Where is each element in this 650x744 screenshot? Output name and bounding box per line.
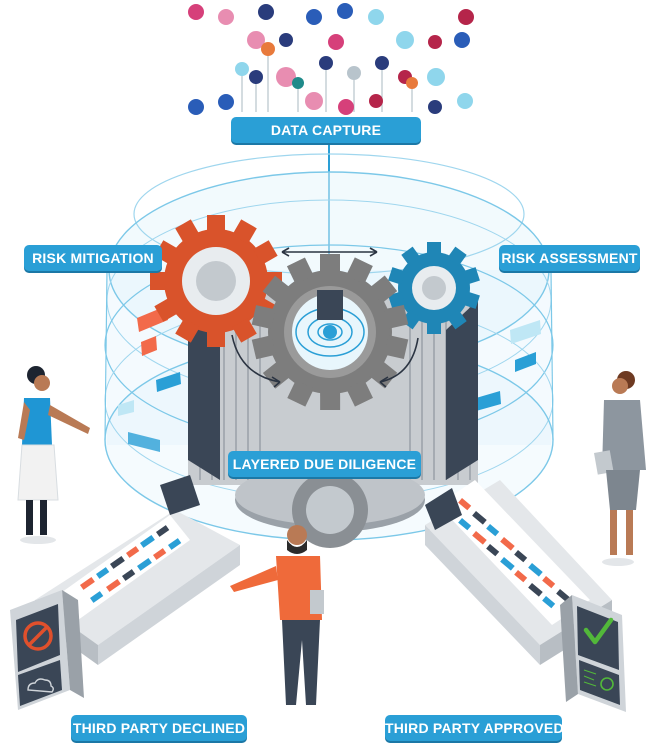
person-left: [17, 366, 90, 544]
person-center: [230, 525, 324, 705]
data-points: [188, 3, 474, 115]
label-layered-due-diligence: LAYERED DUE DILIGENCE: [228, 451, 421, 477]
label-third-party-approved: THIRD PARTY APPROVED: [385, 715, 564, 741]
gear-lower-icon: [292, 472, 368, 548]
checkmark-icon: [583, 617, 614, 645]
label-third-party-declined: THIRD PARTY DECLINED: [71, 715, 247, 741]
label-risk-assessment: RISK ASSESSMENT: [499, 245, 640, 271]
refresh-icon: [600, 677, 614, 691]
label-data-capture: DATA CAPTURE: [231, 117, 421, 143]
label-risk-mitigation: RISK MITIGATION: [24, 245, 162, 271]
gear-gray-icon: [251, 254, 409, 411]
terminal-declined: [10, 590, 84, 710]
prohibited-icon: [23, 621, 53, 651]
gear-teal-icon: [388, 242, 480, 334]
rotation-arrows: [231, 247, 419, 388]
terminal-approved: [560, 595, 626, 712]
person-right: [594, 371, 646, 566]
cloud-icon: [27, 678, 54, 693]
